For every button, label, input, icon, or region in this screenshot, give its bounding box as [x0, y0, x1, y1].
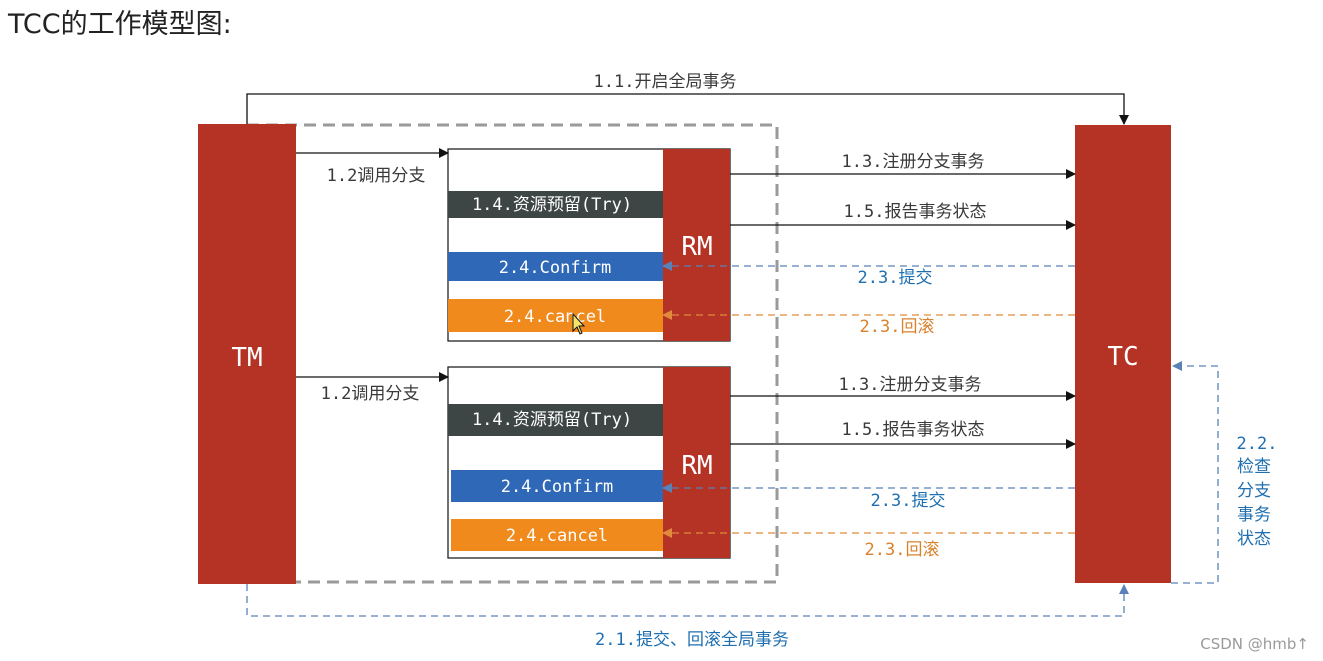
label-call-branch-2: 1.2调用分支 — [321, 384, 420, 404]
label-open-global: 1.1.开启全局事务 — [594, 72, 737, 92]
rm1-try-button — [448, 191, 663, 218]
label-check-status-line-5: 状态 — [1237, 529, 1271, 549]
label-check-status-line-1: 2.2. — [1237, 434, 1278, 454]
edge-global-commit-rollback — [246, 584, 1129, 617]
label-rollback-2: 2.3.回滚 — [865, 540, 940, 560]
edge-check-status — [1171, 361, 1219, 584]
tm-label: TM — [231, 343, 262, 373]
label-commit-2: 2.3.提交 — [871, 491, 946, 511]
tc-box — [1075, 125, 1171, 583]
label-register-branch-1: 1.3.注册分支事务 — [842, 152, 985, 172]
rm1-try-label: 1.4.资源预留(Try) — [472, 195, 632, 215]
page-title: TCC的工作模型图: — [8, 9, 232, 40]
label-commit-1: 2.3.提交 — [858, 268, 933, 288]
rm1-label: RM — [681, 232, 712, 262]
label-rollback-1: 2.3.回滚 — [860, 317, 935, 337]
label-check-status-line-2: 检查 — [1237, 457, 1271, 477]
rm2-confirm-label: 2.4.Confirm — [501, 477, 614, 497]
rm1-box — [663, 149, 730, 341]
label-register-branch-2: 1.3.注册分支事务 — [839, 375, 982, 395]
label-check-status: 2.2. 检查 分支 事务 状态 — [1226, 428, 1284, 550]
rm2-box — [663, 367, 730, 558]
rm2-confirm-button — [451, 470, 663, 502]
rm2-label: RM — [681, 451, 712, 481]
rm2-try-button — [448, 404, 663, 436]
label-check-status-line-3: 分支 — [1237, 481, 1271, 501]
tm-box — [198, 124, 296, 584]
rm1-confirm-label: 2.4.Confirm — [499, 258, 612, 278]
rm1-cancel-label: 2.4.cancel — [504, 307, 606, 327]
label-global-commit-rollback: 2.1.提交、回滚全局事务 — [595, 630, 789, 650]
label-call-branch-1: 1.2调用分支 — [327, 166, 426, 186]
rm2-cancel-label: 2.4.cancel — [506, 526, 608, 546]
rm2-try-label: 1.4.资源预留(Try) — [472, 410, 632, 430]
rm2-cancel-button — [451, 519, 663, 551]
label-report-status-2: 1.5.报告事务状态 — [842, 420, 985, 440]
mouse-cursor-icon — [572, 312, 586, 335]
label-check-status-line-4: 事务 — [1237, 505, 1271, 525]
rm1-confirm-button — [448, 252, 663, 281]
rm1-cancel-button — [448, 299, 663, 332]
csdn-watermark: CSDN @hmb↑ — [1200, 635, 1309, 653]
tc-label: TC — [1107, 342, 1138, 372]
label-report-status-1: 1.5.报告事务状态 — [844, 202, 987, 222]
edge-open-global — [246, 93, 1129, 125]
